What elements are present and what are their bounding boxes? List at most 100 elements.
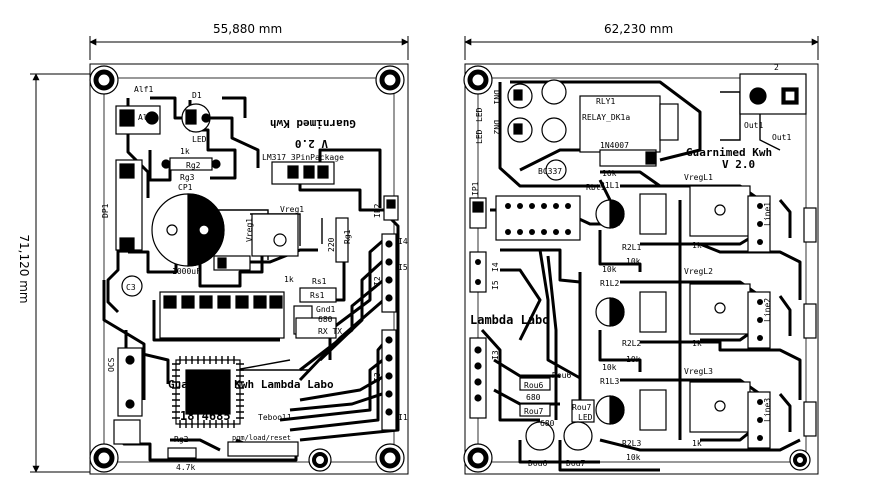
- label-10k-e: 10k: [626, 355, 641, 364]
- label-r1l3: R1L3: [600, 377, 619, 386]
- label-dn2: DN2: [492, 120, 501, 135]
- label-out1a: Out1: [744, 121, 763, 130]
- label-i3: I3: [491, 350, 500, 360]
- label-line2: Line2: [763, 298, 772, 322]
- label-10k-a: 10k: [602, 265, 617, 274]
- label-dn1: DN1: [492, 90, 501, 105]
- label-led2: LED: [475, 129, 484, 144]
- label-r2l1: R2L1: [622, 243, 641, 252]
- label-2: 2: [774, 63, 779, 72]
- label-1000uf: 1000uF: [172, 267, 201, 276]
- label-rou6: Rou6: [524, 381, 543, 390]
- right-labels: Guarnimed Kwh V 2.0 Lambda Labo DN1 DN2 …: [470, 63, 791, 468]
- label-bc337: BC337: [538, 167, 562, 176]
- label-led3: LED: [578, 413, 593, 422]
- label-rou7: Rou7: [524, 407, 543, 416]
- dimension-lines: [30, 36, 819, 473]
- label-680-b: 680: [540, 419, 555, 428]
- label-rg1: Rg1: [343, 229, 352, 244]
- label-1k-a: 1k: [692, 241, 702, 250]
- label-10k-f: 10k: [626, 453, 641, 462]
- label-vregl3: VregL3: [684, 367, 713, 376]
- label-dou7: Dou7: [566, 459, 585, 468]
- label-rou6b: Rou6: [552, 371, 571, 380]
- label-680-a: 680: [526, 393, 541, 402]
- label-r1l1: R1L1: [600, 181, 619, 190]
- label-vreg1: Vreg1: [280, 205, 304, 214]
- label-vregl2: VregL2: [684, 267, 713, 276]
- mcu-pins: [172, 356, 244, 428]
- label-led: LED: [192, 135, 207, 144]
- label-tebool: Tebool1: [258, 413, 292, 422]
- right-title: Guarnimed Kwh: [686, 146, 772, 159]
- label-alf1: Alf1: [134, 85, 153, 94]
- label-vreg1b: Vreg1: [245, 218, 254, 242]
- right-mounting-holes: [463, 65, 811, 473]
- label-i1: I1: [398, 413, 408, 422]
- label-rs1b: Rs1: [310, 291, 325, 300]
- label-lm317: LM317_3PinPackage: [262, 153, 344, 162]
- label-c3: C3: [126, 283, 136, 292]
- left-chip-label: 18f4685: [180, 409, 231, 423]
- label-alf1b: Alf1: [138, 113, 157, 122]
- left-width-dimension: 55,880 mm: [213, 22, 283, 36]
- right-pads: [475, 203, 763, 441]
- label-r1l2: R1L2: [600, 279, 619, 288]
- left-board: Guarnimed Kwh V 2.0 Guarnimed Kwh Lambda…: [89, 63, 409, 475]
- label-r2l2: R2L2: [622, 339, 641, 348]
- label-dou6: Dou6: [528, 459, 547, 468]
- label-rg2b: Rg2: [174, 435, 189, 444]
- label-ocs: OCS: [107, 357, 116, 372]
- label-i5: I5: [491, 280, 500, 290]
- left-bottom-title: Guarnimed Kwh Lambda Labo: [168, 378, 334, 391]
- label-i4: I4: [491, 262, 500, 272]
- right-board: Guarnimed Kwh V 2.0 Lambda Labo DN1 DN2 …: [463, 63, 819, 475]
- label-10k-b: 10k: [602, 363, 617, 372]
- right-version: V 2.0: [722, 158, 755, 171]
- label-gnd1: Gnd1: [316, 305, 335, 314]
- right-width-dimension: 62,230 mm: [604, 22, 674, 36]
- label-r1k: 1k: [284, 275, 294, 284]
- label-line3: Line3: [763, 398, 772, 422]
- label-1n4007: 1N4007: [600, 141, 629, 150]
- label-line1: Line1: [763, 202, 772, 226]
- left-title: Guarnimed Kwh: [270, 117, 356, 130]
- label-d1: D1: [192, 91, 202, 100]
- label-rg2: Rg2: [186, 161, 201, 170]
- left-labels: Guarnimed Kwh V 2.0 Guarnimed Kwh Lambda…: [101, 85, 408, 472]
- right-components: [469, 73, 817, 451]
- label-4-7k: 4.7k: [176, 463, 195, 472]
- label-i4: I4: [398, 237, 408, 246]
- label-led1: LED: [475, 107, 484, 122]
- label-i5: I5: [398, 263, 408, 272]
- label-10k-c: 10k: [602, 169, 617, 178]
- label-rg3: Rg3: [180, 173, 195, 182]
- label-r220: 220: [327, 237, 336, 252]
- label-r2l3: R2L3: [622, 439, 641, 448]
- label-680: 680: [318, 315, 333, 324]
- label-rly1: RLY1: [596, 97, 615, 106]
- label-dp1: DP1: [101, 203, 110, 218]
- label-rxtx: RX TX: [318, 327, 342, 336]
- label-ip1: IP1: [471, 181, 480, 196]
- label-relay: RELAY_DK1a: [582, 113, 630, 122]
- label-rou7b: Rou7: [572, 403, 591, 412]
- label-cp1: CP1: [178, 183, 193, 192]
- left-height-dimension: 71,120 mm: [17, 234, 31, 304]
- label-ip2: IP2: [373, 203, 382, 218]
- left-traces: [102, 96, 400, 462]
- left-mounting-holes: [89, 65, 405, 473]
- label-i2: I2: [373, 276, 382, 286]
- label-1k-c: 1k: [692, 439, 702, 448]
- left-components: [113, 103, 399, 459]
- label-out1b: Out1: [772, 133, 791, 142]
- right-lambda-label: Lambda Labo: [470, 313, 549, 327]
- label-1k-b: 1k: [692, 339, 702, 348]
- label-vregl1: VregL1: [684, 173, 713, 182]
- label-pgm: pgm/load/reset: [232, 434, 291, 442]
- label-1k: 1k: [180, 147, 190, 156]
- label-rbt1: Rbt1: [586, 183, 605, 192]
- label-rs1a: Rs1: [312, 277, 327, 286]
